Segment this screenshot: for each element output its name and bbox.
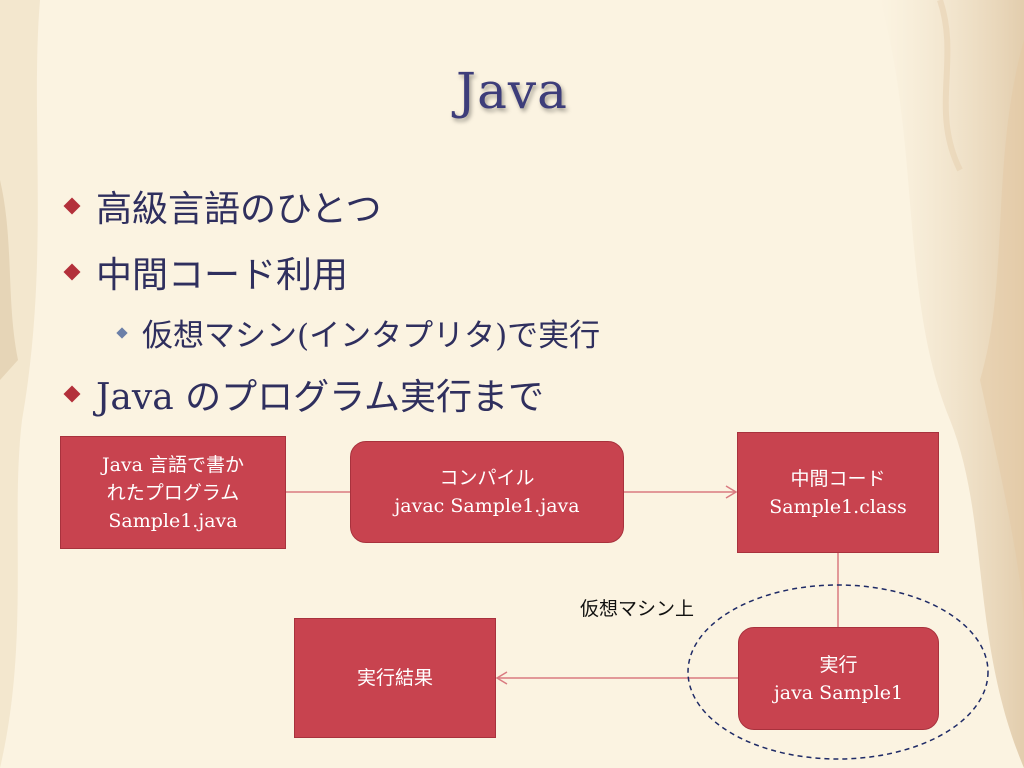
bytecode-box: 中間コード Sample1.class xyxy=(737,432,939,553)
compile-box: コンパイル javac Sample1.java xyxy=(350,441,624,543)
sub-bullet-item: 仮想マシン(インタプリタ)で実行 xyxy=(116,310,601,355)
bullet-text: 仮想マシン(インタプリタ)で実行 xyxy=(142,318,601,354)
diamond-bullet-icon xyxy=(63,197,81,215)
bullet-item: 高級言語のひとつ xyxy=(63,180,382,232)
diamond-bullet-icon xyxy=(63,385,81,403)
bullet-item: 中間コード利用 xyxy=(63,246,349,298)
bullet-text: 高級言語のひとつ xyxy=(96,189,382,230)
slide-title: Java xyxy=(456,62,568,120)
run-box: 実行 java Sample1 xyxy=(738,627,939,730)
bullet-text: Java のプログラム実行まで xyxy=(96,377,545,418)
bullet-text: 中間コード利用 xyxy=(96,255,349,296)
result-box: 実行結果 xyxy=(294,618,496,738)
source-program-box: Java 言語で書か れたプログラム Sample1.java xyxy=(60,436,286,549)
diamond-bullet-icon xyxy=(116,326,128,339)
bullet-item: Java のプログラム実行まで xyxy=(63,368,545,420)
diamond-bullet-icon xyxy=(63,263,81,281)
vm-label: 仮想マシン上 xyxy=(580,598,695,620)
